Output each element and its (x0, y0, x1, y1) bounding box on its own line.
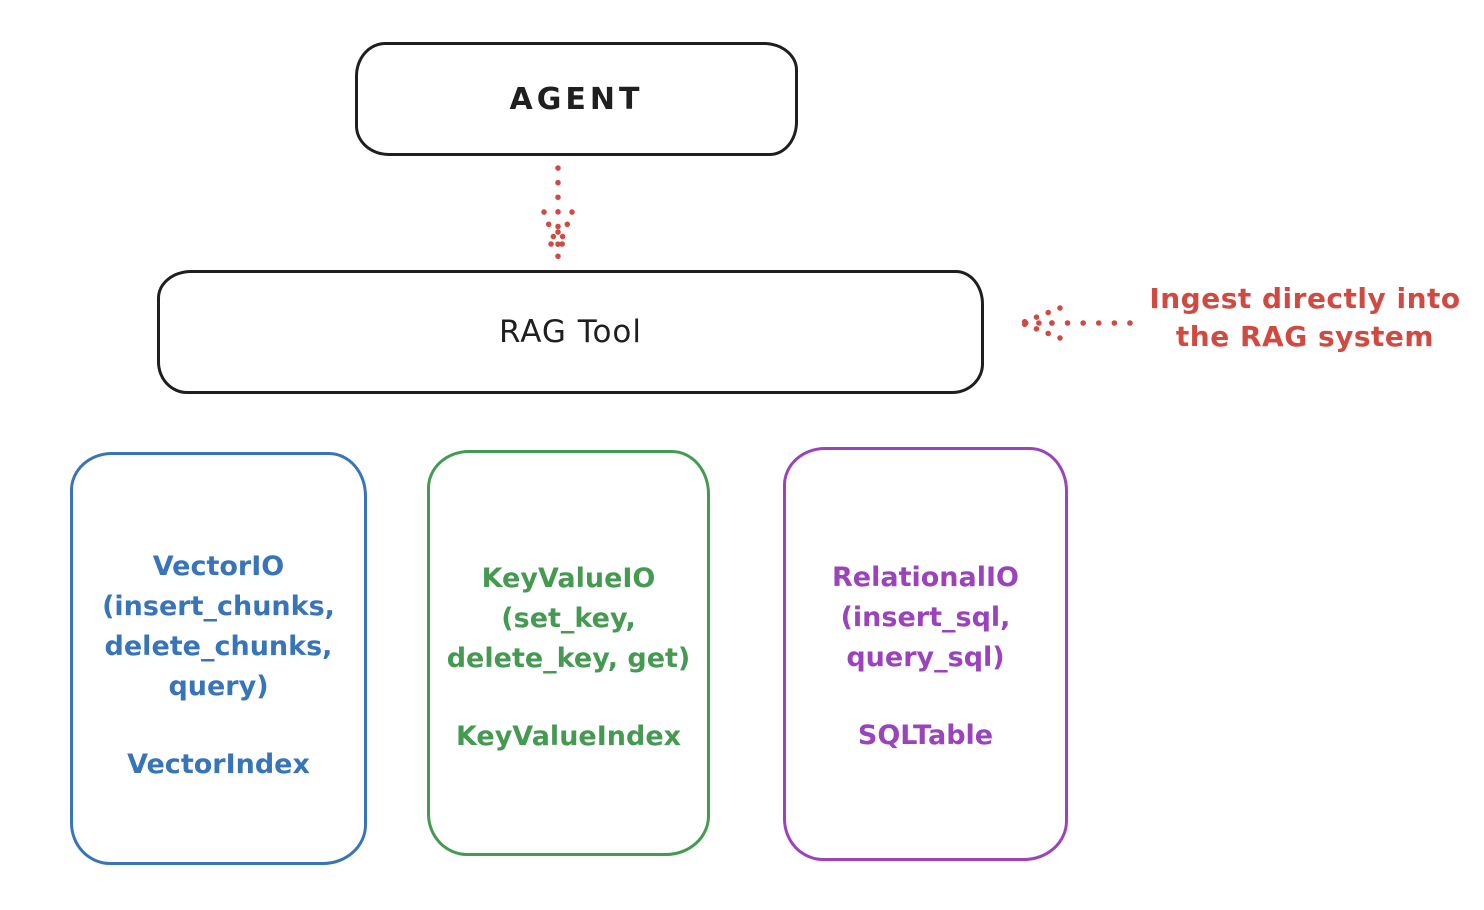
keyvalueindex-label: KeyValueIndex (455, 721, 682, 752)
keyvalueio-line: (set_key, (501, 603, 636, 634)
vectorio-line: VectorIO (152, 551, 285, 582)
vectorindex-label: VectorIndex (127, 749, 310, 780)
agent-label: AGENT (509, 81, 644, 117)
keyvalueio-line: delete_key, get) (446, 643, 691, 674)
dotted-arrow-down-icon (541, 165, 575, 261)
relationalio-line: query_sql) (846, 642, 1005, 673)
vectorio-line: query) (168, 671, 269, 702)
relationalio-line: RelationalIO (832, 562, 1019, 593)
ingest-annotation-line1: Ingest directly into (1149, 282, 1461, 315)
vectorio-line: delete_chunks, (104, 631, 333, 662)
ingest-annotation: Ingest directly into the RAG system (1130, 280, 1480, 356)
ingest-annotation-line2: the RAG system (1175, 320, 1435, 353)
sqltable-label: SQLTable (857, 720, 994, 751)
relationalio-node: RelationalIO (insert_sql, query_sql) SQL… (783, 447, 1068, 861)
vectorio-line: (insert_chunks, (102, 591, 335, 622)
rag-tool-label: RAG Tool (498, 314, 643, 350)
dotted-arrow-left-icon (1021, 305, 1133, 341)
rag-tool-node: RAG Tool (157, 270, 984, 394)
agent-node: AGENT (355, 42, 798, 156)
vectorio-node: VectorIO (insert_chunks, delete_chunks, … (70, 452, 367, 865)
keyvalueio-line: KeyValueIO (481, 563, 656, 594)
relationalio-line: (insert_sql, (840, 602, 1011, 633)
keyvalueio-node: KeyValueIO (set_key, delete_key, get) Ke… (427, 450, 710, 856)
